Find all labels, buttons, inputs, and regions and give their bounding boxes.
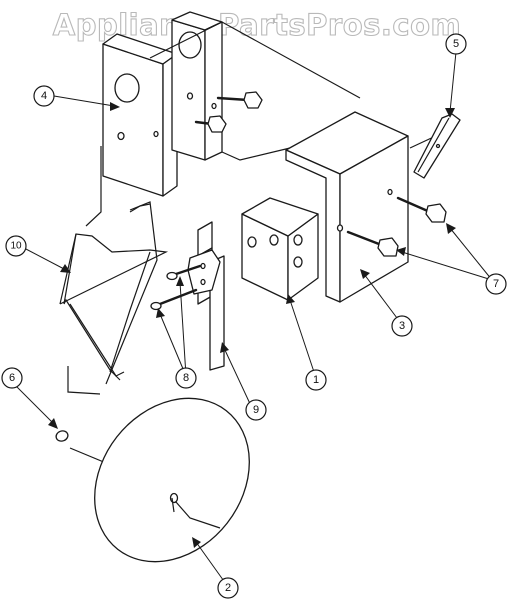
leader-lines [13,51,493,585]
part-10-wire-form [59,146,169,385]
callout-8: 8 [175,367,197,389]
part-8-screw-upper [166,264,202,281]
callout-7-label: 7 [493,278,499,290]
callout-3-label: 3 [399,320,405,332]
part-1-angle-bracket [241,197,319,301]
callout-5-label: 5 [453,38,459,50]
callout-4-label: 4 [41,90,47,102]
callout-10: 10 [5,235,27,257]
callout-9-label: 9 [253,404,259,416]
callout-1: 1 [305,369,327,391]
part-6-small-disc [55,430,69,442]
callout-5: 5 [445,33,467,55]
callout-3: 3 [391,315,413,337]
callout-2-label: 2 [225,582,231,594]
callout-10-label: 10 [10,241,22,252]
part-5-strip [413,113,461,179]
callout-2: 2 [217,577,239,599]
callout-1-label: 1 [313,374,319,386]
callout-4: 4 [33,85,55,107]
callout-6: 6 [1,367,23,389]
part-4-bracket [102,33,178,197]
callout-9: 9 [245,399,267,421]
callout-7: 7 [485,273,507,295]
part-7-screw-upper [396,196,447,223]
hex-bolt-upper [216,91,263,109]
part-9-plate [187,221,225,371]
callout-8-label: 8 [183,372,189,384]
part-7-screw-lower [346,230,399,257]
part-2-disc [67,366,250,563]
callout-6-label: 6 [9,372,15,384]
hex-bolt-lower [194,115,227,133]
part-3-housing [285,111,409,303]
part-8-screw-lower [150,288,198,311]
